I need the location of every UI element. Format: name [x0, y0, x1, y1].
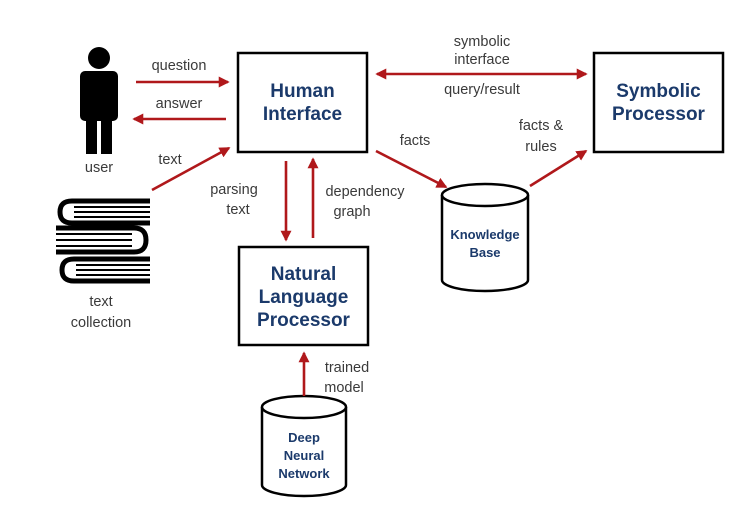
user-label: user: [85, 160, 113, 176]
text-label: text: [158, 152, 181, 168]
user-icon: [80, 47, 118, 154]
symbolic-processor-label-line1: Symbolic: [616, 81, 701, 102]
human-interface-box: [236, 51, 369, 154]
parsing-text-label-line1: parsing: [210, 182, 258, 198]
knowledge-base-label-line2: Base: [469, 245, 500, 260]
dnn-label-line2: Neural: [284, 448, 324, 463]
trained-model-label-line2: model: [324, 380, 364, 396]
dnn-cylinder: [260, 394, 348, 498]
question-label: question: [152, 58, 207, 74]
facts-rules-label-line2: rules: [525, 139, 556, 155]
human-interface-label-line1: Human: [270, 81, 334, 102]
knowledge-base-cylinder: [440, 182, 530, 293]
books-icon: [56, 198, 150, 284]
knowledge-base-label-line1: Knowledge: [450, 227, 519, 242]
nlp-label-line1: Natural: [271, 264, 336, 285]
nlp-label-line3: Processor: [257, 310, 351, 331]
query-result-label: query/result: [444, 82, 520, 98]
text-collection-label-line2: collection: [71, 315, 131, 331]
symbolic-processor-label-line2: Processor: [612, 104, 706, 125]
facts-arrow: [375, 149, 448, 189]
facts-label: facts: [400, 133, 431, 149]
dependency-graph-label-line2: graph: [333, 204, 370, 220]
dependency-graph-label-line1: dependency: [325, 184, 405, 200]
trained-model-label-line1: trained: [325, 360, 369, 376]
parsing-text-label-line2: text: [226, 202, 249, 218]
symbolic-interface-label-line1: symbolic: [454, 34, 510, 50]
dnn-label-line3: Network: [278, 466, 330, 481]
nlp-box: [237, 245, 370, 347]
nlp-label-line2: Language: [259, 287, 349, 308]
answer-label: answer: [156, 96, 203, 112]
symbolic-interface-label-line2: interface: [454, 52, 510, 68]
facts-rules-label-line1: facts &: [519, 118, 564, 134]
dnn-label-line1: Deep: [288, 430, 320, 445]
text-arrow: [151, 146, 231, 192]
text-collection-label-line1: text: [89, 294, 112, 310]
facts-rules-arrow: [529, 149, 588, 188]
symbolic-processor-box: [592, 51, 725, 154]
human-interface-label-line2: Interface: [263, 104, 342, 125]
